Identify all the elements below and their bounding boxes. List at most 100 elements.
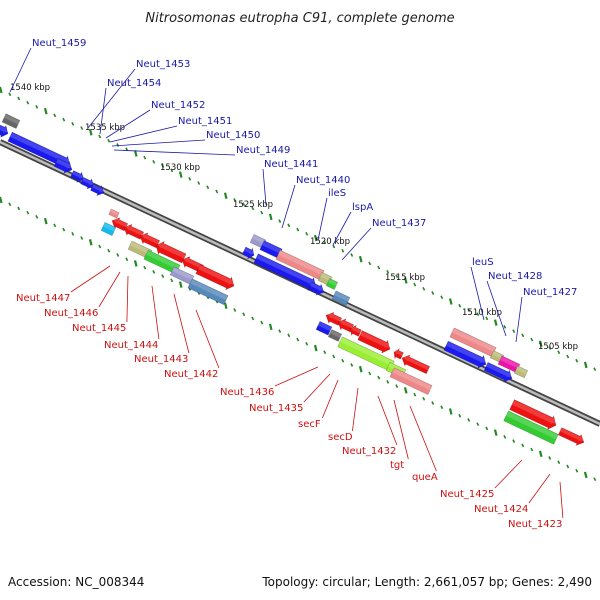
ruler-tick bbox=[143, 265, 147, 270]
ruler-tick bbox=[403, 387, 408, 394]
gene-label-bottom[interactable]: Neut_1424 bbox=[474, 504, 528, 515]
ruler-tick bbox=[458, 413, 462, 418]
gene-label-bottom[interactable]: Neut_1445 bbox=[72, 323, 126, 334]
ruler-tick bbox=[583, 471, 588, 479]
gene-label-bottom[interactable]: Neut_1446 bbox=[44, 308, 98, 319]
ruler-tick bbox=[557, 350, 561, 355]
ruler-tick bbox=[313, 344, 318, 352]
ruler-tick bbox=[566, 464, 570, 469]
leader-line bbox=[317, 197, 328, 241]
gene-label-bottom[interactable]: Neut_1423 bbox=[508, 519, 562, 530]
gene-label-top[interactable]: Neut_1441 bbox=[264, 159, 318, 170]
leader-line bbox=[151, 285, 160, 340]
ruler-label: 1530 kbp bbox=[160, 163, 200, 173]
gene-label-top[interactable]: Neut_1453 bbox=[136, 59, 190, 70]
ruler-tick bbox=[125, 257, 129, 262]
leader-line bbox=[332, 211, 352, 246]
ruler-tick bbox=[287, 223, 291, 228]
ruler-tick bbox=[583, 361, 588, 369]
ruler-tick bbox=[530, 337, 534, 342]
leader-line bbox=[274, 366, 319, 387]
ruler-tick bbox=[448, 298, 453, 305]
gene-label-top[interactable]: Neut_1440 bbox=[296, 175, 350, 186]
gene-label-bottom[interactable]: Neut_1443 bbox=[134, 354, 188, 365]
gene-label-top[interactable]: leuS bbox=[472, 257, 494, 268]
ruler-tick bbox=[80, 236, 84, 240]
gene-label-bottom[interactable]: queA bbox=[412, 472, 438, 483]
gene-label-top[interactable]: Neut_1437 bbox=[372, 218, 426, 229]
gene-feature bbox=[1, 113, 21, 129]
gene-label-top[interactable]: Neut_1450 bbox=[206, 130, 260, 141]
ruler-tick bbox=[143, 155, 147, 160]
ruler-tick bbox=[431, 291, 435, 295]
ruler-tick bbox=[386, 380, 390, 384]
gene-feature bbox=[0, 123, 9, 139]
gene-label-top[interactable]: ileS bbox=[328, 188, 346, 199]
leader-line bbox=[303, 373, 331, 403]
gene-feature bbox=[389, 367, 433, 396]
gene-label-bottom[interactable]: Neut_1432 bbox=[342, 446, 396, 457]
gene-label-top[interactable]: Neut_1449 bbox=[236, 145, 290, 156]
ruler-tick bbox=[323, 240, 327, 245]
gene-label-bottom[interactable]: secF bbox=[298, 419, 321, 430]
ruler-tick bbox=[8, 202, 12, 207]
gene-feature bbox=[315, 320, 333, 336]
gene-feature bbox=[241, 246, 255, 260]
leader-line bbox=[111, 139, 206, 147]
bottom-strand-labels: Neut_1447Neut_1446Neut_1445Neut_1444Neut… bbox=[16, 293, 562, 530]
ruler-tick bbox=[62, 227, 66, 232]
gene-label-bottom[interactable]: Neut_1444 bbox=[104, 340, 158, 351]
ruler-tick bbox=[350, 253, 354, 257]
gene-label-bottom[interactable]: Neut_1442 bbox=[164, 369, 218, 380]
top-strand-labels: Neut_1459Neut_1453Neut_1454Neut_1452Neut… bbox=[32, 38, 577, 298]
ruler-tick bbox=[503, 435, 507, 439]
leader-line bbox=[322, 379, 339, 419]
gene-label-bottom[interactable]: Neut_1435 bbox=[249, 403, 303, 414]
ruler-tick bbox=[133, 150, 138, 157]
gene-label-bottom[interactable]: Neut_1425 bbox=[440, 489, 494, 500]
gene-label-bottom[interactable]: tgt bbox=[390, 460, 404, 471]
gene-feature bbox=[70, 170, 85, 183]
ruler-tick bbox=[593, 367, 597, 372]
gene-feature bbox=[557, 427, 585, 446]
gene-label-bottom[interactable]: Neut_1436 bbox=[220, 387, 274, 398]
ruler-tick bbox=[287, 333, 291, 338]
gene-label-top[interactable]: lspA bbox=[352, 202, 373, 213]
ruler-tick bbox=[512, 439, 516, 443]
ruler-tick bbox=[233, 198, 237, 202]
gene-label-bottom[interactable]: secD bbox=[328, 432, 353, 443]
ruler-tick bbox=[521, 443, 525, 448]
ruler-tick bbox=[35, 215, 39, 219]
gene-label-top[interactable]: Neut_1454 bbox=[107, 78, 161, 89]
gene-feature bbox=[401, 354, 431, 375]
leader-line bbox=[486, 280, 507, 337]
gene-label-top[interactable]: Neut_1451 bbox=[178, 116, 232, 127]
leader-line bbox=[377, 395, 398, 446]
gene-feature bbox=[169, 266, 195, 285]
leader-line bbox=[105, 109, 151, 139]
ruler-tick bbox=[107, 248, 111, 253]
gene-feature bbox=[357, 330, 391, 354]
leader-line bbox=[99, 87, 107, 135]
ruler-tick bbox=[493, 429, 498, 436]
leader-line bbox=[352, 387, 359, 432]
gene-feature bbox=[327, 329, 343, 342]
leader-line bbox=[393, 399, 409, 460]
gene-label-top[interactable]: Neut_1427 bbox=[523, 287, 577, 298]
ruler-tick bbox=[503, 325, 507, 329]
gene-label-top[interactable]: Neut_1428 bbox=[488, 271, 542, 282]
ruler-tick bbox=[80, 126, 84, 130]
ruler-tick bbox=[17, 206, 21, 211]
ruler-tick bbox=[260, 320, 264, 325]
ruler-tick bbox=[377, 265, 381, 270]
ruler-tick bbox=[575, 358, 579, 363]
gene-label-top[interactable]: Neut_1459 bbox=[32, 38, 86, 49]
ruler-tick bbox=[538, 340, 543, 348]
ruler-tick bbox=[431, 401, 435, 405]
ruler-tick bbox=[215, 189, 219, 194]
ruler-tick bbox=[521, 333, 525, 338]
ruler-tick bbox=[467, 308, 471, 312]
gene-label-bottom[interactable]: Neut_1447 bbox=[16, 293, 70, 304]
gene-label-top[interactable]: Neut_1452 bbox=[151, 100, 205, 111]
